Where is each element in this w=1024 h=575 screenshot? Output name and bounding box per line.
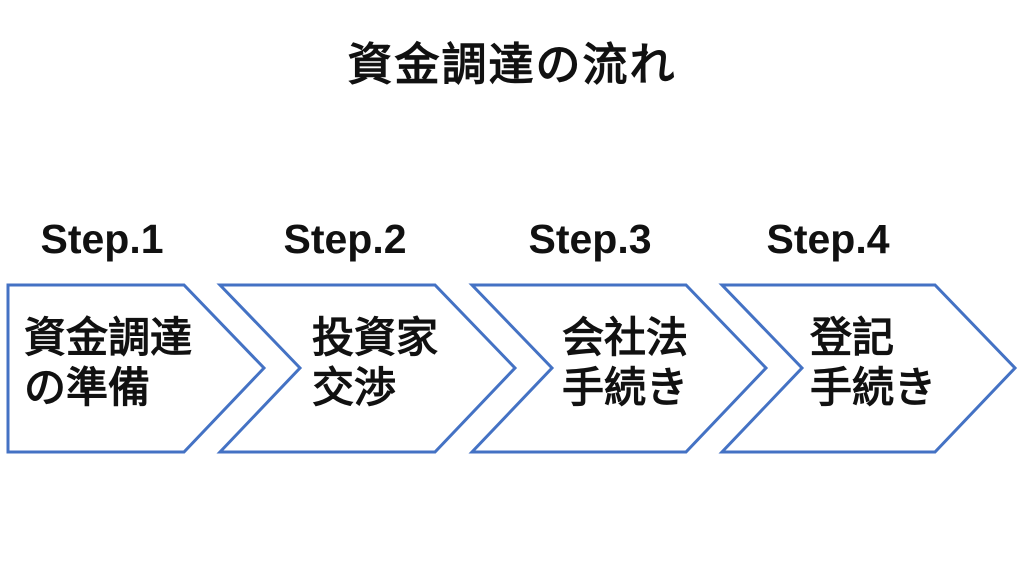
step-3-text: 会社法 手続き — [562, 313, 688, 413]
step-1-label: Step.1 — [40, 216, 164, 262]
page-title: 資金調達の流れ — [347, 39, 677, 90]
step-1-text-line2: の準備 — [24, 364, 151, 411]
step-3-label: Step.3 — [528, 216, 652, 262]
chevron-step-3 — [468, 283, 769, 454]
step-1-text-line1: 資金調達 — [24, 314, 193, 361]
step-2-label: Step.2 — [283, 216, 407, 262]
chevron-step-1 — [6, 283, 267, 454]
step-4-label: Step.4 — [766, 216, 890, 262]
step-3-text-line2: 手続き — [562, 364, 689, 411]
step-4-text: 登記 手続き — [810, 313, 936, 413]
step-1-text: 資金調達 の準備 — [24, 313, 192, 413]
step-3-text-line1: 会社法 — [562, 314, 689, 361]
chevron-step-4 — [718, 283, 1018, 454]
step-2-text: 投資家 交渉 — [312, 313, 438, 413]
chevron-step-2 — [216, 283, 518, 454]
step-4-text-line1: 登記 — [810, 314, 895, 361]
step-2-text-line1: 投資家 — [312, 314, 439, 361]
step-4-text-line2: 手続き — [810, 364, 937, 411]
step-2-text-line2: 交渉 — [312, 364, 397, 411]
